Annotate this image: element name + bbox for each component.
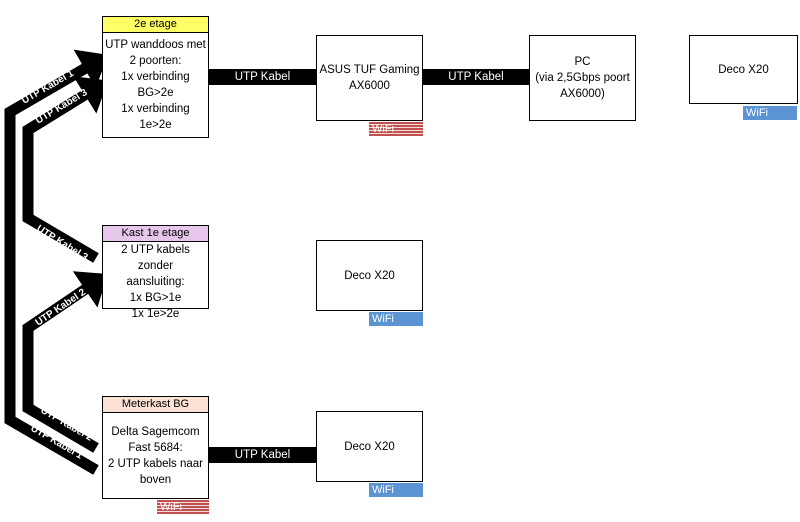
floor-header: Meterkast BG [103, 397, 208, 413]
arrow-label: UTP Kabel 2 [34, 287, 89, 329]
pc: PC (via 2,5Gbps poort AX6000) [529, 35, 636, 121]
floor-box-meterkast-bg: Meterkast BG Delta Sagemcom Fast 5684: 2… [102, 396, 209, 499]
floor-header: Kast 1e etage [103, 226, 208, 242]
deco-x20-bottom: Deco X20 [316, 411, 423, 482]
floor-description: Delta Sagemcom Fast 5684: 2 UTP kabels n… [107, 425, 204, 486]
wifi-badge: WiFi [369, 483, 423, 497]
utp-cable: UTP Kabel [209, 447, 316, 463]
floor-box-2e-etage: 2e etage UTP wanddoos met 2 poorten: 1x … [102, 16, 209, 138]
floor-description: 2 UTP kabels zonder aansluiting: 1x BG>1… [121, 244, 190, 320]
floor-description: UTP wanddoos met 2 poorten: 1x verbindin… [105, 39, 206, 131]
floor-header: 2e etage [103, 17, 208, 33]
wifi-badge: WiFi [369, 122, 423, 136]
utp-cable: UTP Kabel [423, 69, 529, 85]
deco-x20-mid: Deco X20 [316, 240, 423, 311]
deco-x20-top: Deco X20 [689, 35, 798, 104]
wifi-badge: WiFi [157, 500, 209, 514]
router-asus-tuf: ASUS TUF Gaming AX6000 [316, 35, 423, 121]
arrow-utp-kabel-3 [22, 76, 109, 263]
floor-box-kast-1e-etage: Kast 1e etage 2 UTP kabels zonder aanslu… [102, 225, 209, 320]
wifi-badge: WiFi [369, 312, 423, 326]
arrow-utp-kabel-1 [4, 49, 109, 475]
utp-cable: UTP Kabel [209, 69, 316, 85]
wifi-badge: WiFi [743, 106, 797, 120]
arrow-utp-kabel-2 [22, 271, 108, 453]
